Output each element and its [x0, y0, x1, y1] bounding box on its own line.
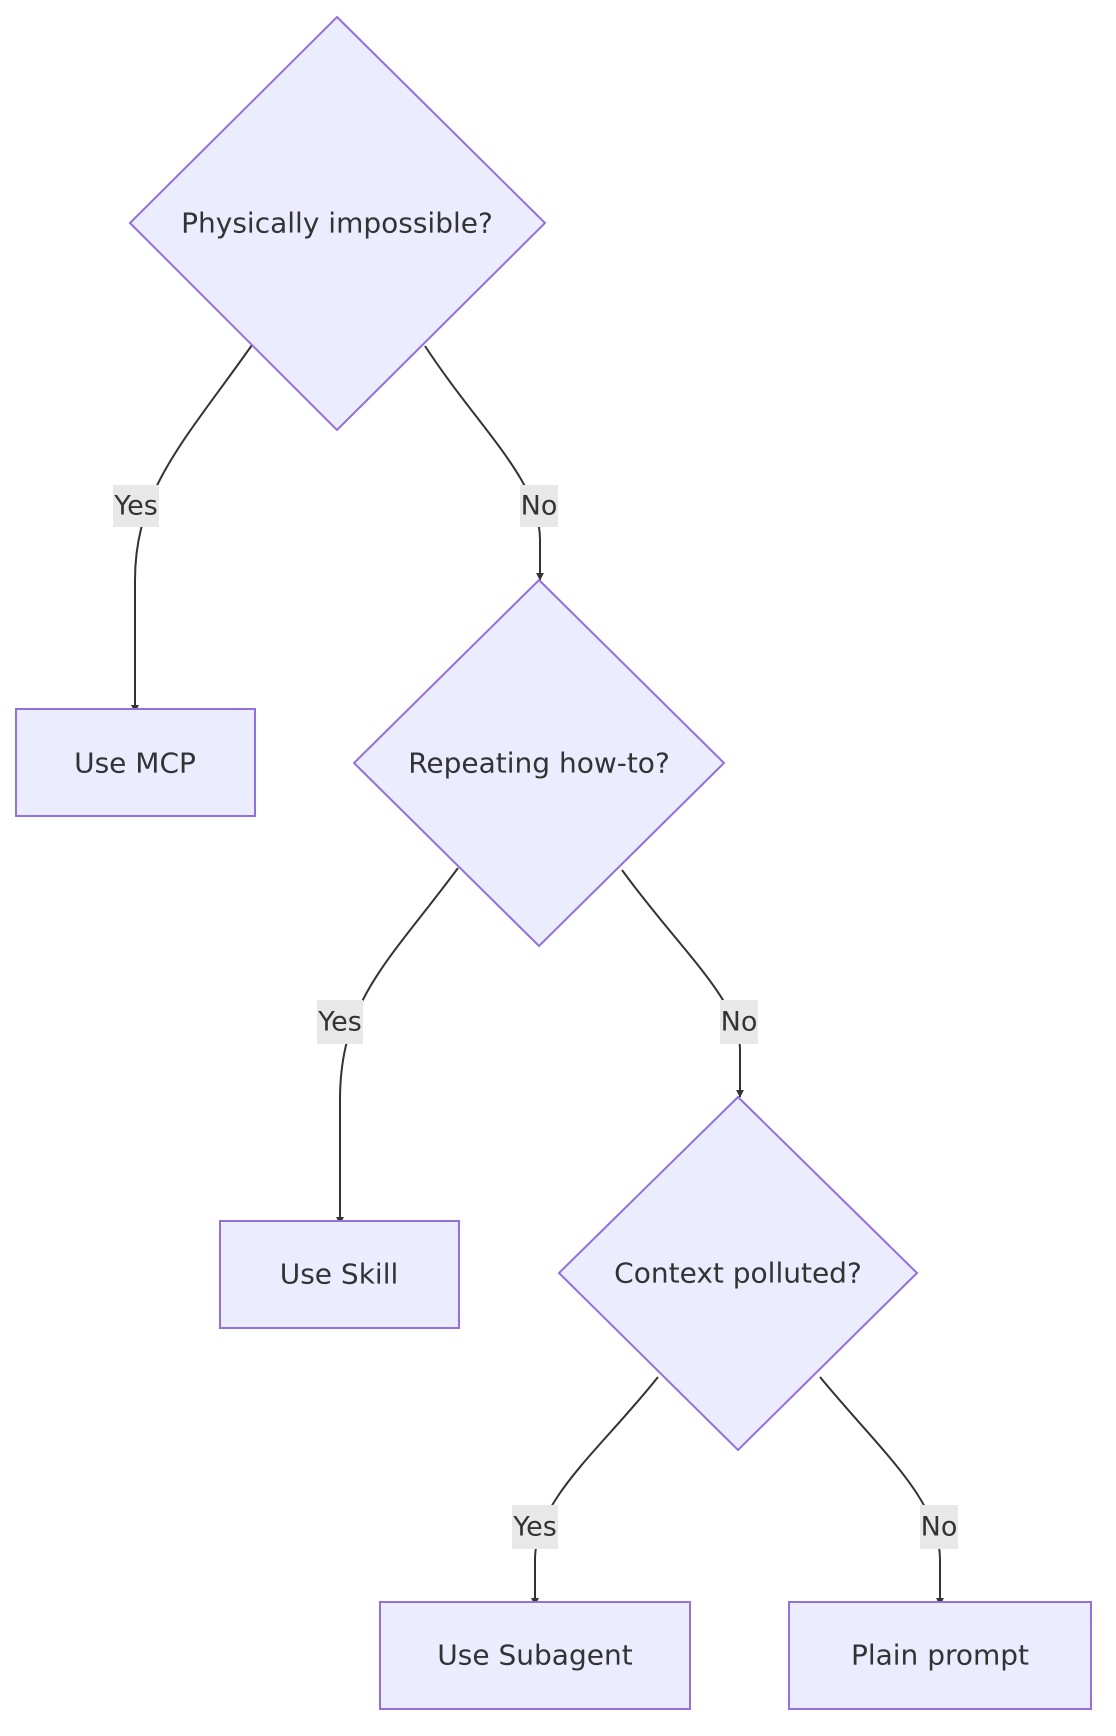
- node-label: Use Skill: [280, 1258, 399, 1291]
- process-node-use-mcp: Use MCP: [15, 708, 256, 817]
- process-node-plain-prompt: Plain prompt: [788, 1601, 1092, 1710]
- edge-label-text: Yes: [317, 1007, 362, 1038]
- edge-q2-no-q3: [621, 869, 744, 1098]
- node-label: Plain prompt: [851, 1639, 1029, 1672]
- edge-q3-yes-subagent: [531, 1376, 659, 1606]
- edge-q2-yes-skill: [336, 867, 459, 1225]
- edge-labels: Yes No Yes No Yes No: [113, 485, 958, 1549]
- edge-q3-no-plain: [819, 1376, 944, 1606]
- node-label: Use Subagent: [437, 1639, 632, 1672]
- edge-label-text: No: [921, 1512, 958, 1543]
- edge-label-text: Yes: [512, 1512, 557, 1543]
- decision-node-repeating-how-to: Repeating how-to?: [352, 578, 726, 948]
- edge-label-q1-mcp: Yes: [113, 485, 159, 527]
- edge-label-q2-q3: No: [720, 1000, 758, 1044]
- process-node-use-skill: Use Skill: [219, 1220, 460, 1329]
- edges: [131, 344, 944, 1606]
- decision-node-physically-impossible: Physically impossible?: [128, 15, 547, 432]
- edge-label-q1-q2: No: [520, 485, 558, 527]
- edge-q1-no-q2: [424, 345, 544, 581]
- edge-label-q2-skill: Yes: [317, 1000, 363, 1044]
- edge-label-text: Yes: [113, 491, 158, 522]
- node-label: Context polluted?: [614, 1257, 862, 1290]
- edge-label-q3-subagent: Yes: [512, 1505, 558, 1549]
- node-label: Repeating how-to?: [408, 747, 670, 780]
- process-node-use-subagent: Use Subagent: [379, 1601, 691, 1710]
- edge-label-text: No: [521, 491, 558, 522]
- edge-q1-yes-mcp: [131, 344, 253, 713]
- node-label: Physically impossible?: [181, 207, 493, 240]
- decision-node-context-polluted: Context polluted?: [557, 1095, 919, 1452]
- node-label: Use MCP: [74, 747, 196, 780]
- edge-label-text: No: [721, 1007, 758, 1038]
- edge-label-q3-plain: No: [920, 1505, 958, 1549]
